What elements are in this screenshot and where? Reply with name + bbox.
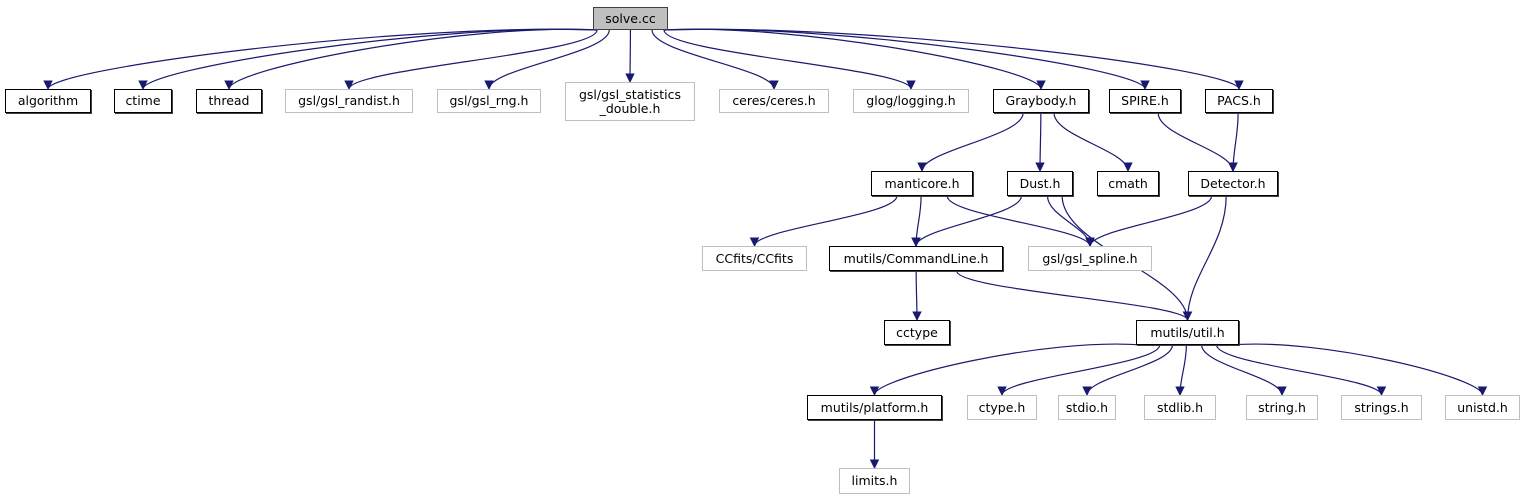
node-thread[interactable]: thread xyxy=(196,89,262,113)
node-string-h: string.h xyxy=(1246,395,1318,420)
edge-solve-cc-to-glog xyxy=(663,29,916,90)
node-spire[interactable]: SPIRE.h xyxy=(1109,89,1181,113)
node-algorithm[interactable]: algorithm xyxy=(5,89,91,113)
node-limits-h: limits.h xyxy=(839,468,910,494)
edge-solve-cc-to-gsl-rng xyxy=(484,29,610,90)
edge-detector-to-gsl-spline xyxy=(1085,195,1213,247)
edge-util-to-strings-h xyxy=(1216,344,1387,396)
node-dust[interactable]: Dust.h xyxy=(1007,171,1073,196)
node-commandline[interactable]: mutils/CommandLine.h xyxy=(829,246,1003,271)
node-strings-h: strings.h xyxy=(1341,395,1422,420)
edge-solve-cc-to-ctime xyxy=(138,28,598,90)
node-ctime[interactable]: ctime xyxy=(114,89,172,113)
edge-solve-cc-to-ceres xyxy=(651,29,779,90)
node-graybody[interactable]: Graybody.h xyxy=(993,89,1089,113)
node-gsl-randist: gsl/gsl_randist.h xyxy=(285,89,413,113)
edge-util-to-unistd-h xyxy=(1231,343,1488,396)
node-ctype-h: ctype.h xyxy=(967,395,1037,420)
edge-graybody-to-cmath xyxy=(1053,112,1133,172)
edge-solve-cc-to-algorithm xyxy=(43,28,598,90)
edge-util-to-string-h xyxy=(1201,344,1287,396)
edge-pacs-to-detector xyxy=(1228,112,1239,172)
edge-spire-to-detector xyxy=(1157,112,1238,172)
node-stdlib-h: stdlib.h xyxy=(1144,395,1216,420)
node-platform[interactable]: mutils/platform.h xyxy=(807,395,942,420)
node-stdio-h: stdio.h xyxy=(1058,395,1116,420)
node-manticore[interactable]: manticore.h xyxy=(871,171,973,196)
edge-commandline-to-cctype xyxy=(912,270,922,321)
node-pacs[interactable]: PACS.h xyxy=(1205,89,1273,113)
edge-manticore-to-ccfits xyxy=(749,195,898,247)
edge-solve-cc-to-gsl-randist xyxy=(344,29,598,90)
edge-util-to-platform xyxy=(869,343,1141,396)
node-util[interactable]: mutils/util.h xyxy=(1136,320,1239,345)
edge-solve-cc-to-pacs xyxy=(663,28,1244,90)
edge-solve-cc-to-graybody xyxy=(663,28,1046,90)
edge-manticore-to-gsl-spline xyxy=(946,195,1095,247)
edge-manticore-to-commandline xyxy=(911,195,922,247)
node-ceres: ceres/ceres.h xyxy=(719,89,829,113)
node-gsl-rng: gsl/gsl_rng.h xyxy=(437,89,541,113)
node-gsl-statistics: gsl/gsl_statistics _double.h xyxy=(565,82,695,121)
edge-util-to-ctype-h xyxy=(997,344,1161,396)
edge-graybody-to-manticore xyxy=(917,112,1024,172)
edge-graybody-to-dust xyxy=(1035,112,1045,172)
edge-dust-to-gsl-spline xyxy=(1046,195,1095,247)
edge-dust-to-commandline xyxy=(911,195,1022,247)
node-cctype[interactable]: cctype xyxy=(884,320,950,345)
node-cmath[interactable]: cmath xyxy=(1097,171,1159,196)
edge-commandline-to-util xyxy=(956,270,1193,321)
edge-detector-to-util xyxy=(1182,195,1227,321)
edge-util-to-stdlib-h xyxy=(1175,344,1187,396)
node-gsl-spline: gsl/gsl_spline.h xyxy=(1028,246,1152,271)
edge-solve-cc-to-thread xyxy=(224,28,598,90)
node-solve-cc[interactable]: solve.cc xyxy=(593,7,668,30)
node-glog: glog/logging.h xyxy=(853,89,969,113)
node-detector[interactable]: Detector.h xyxy=(1188,171,1278,196)
node-unistd-h: unistd.h xyxy=(1445,395,1520,420)
edge-util-to-stdio-h xyxy=(1082,344,1174,396)
node-ccfits: CCfits/CCfits xyxy=(702,246,807,271)
